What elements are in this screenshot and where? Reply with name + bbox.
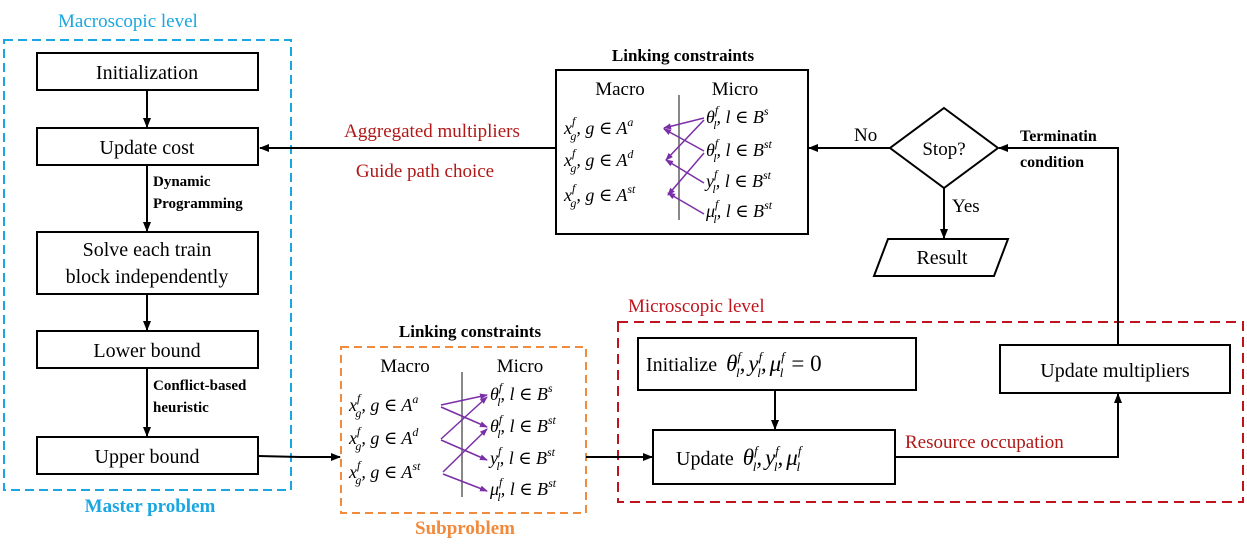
upper-bound-box — [36, 436, 259, 475]
solve-train-block-line1: Solve each train — [83, 239, 212, 261]
master-problem-title: Master problem — [85, 496, 216, 517]
top-link-mu-to-st — [667, 192, 705, 215]
update-multipliers-label: Update multipliers — [1040, 360, 1190, 382]
initialization-label: Initialization — [96, 62, 198, 84]
termination-condition-line1: Terminatin — [1020, 128, 1097, 145]
microscopic-level-panel — [617, 321, 1244, 503]
macroscopic-level-title: Macroscopic level — [58, 11, 198, 32]
resource-occupation-label: Resource occupation — [905, 432, 1064, 453]
bottom-link-d-to-theta-s — [440, 396, 488, 440]
bottom-macro-column: Macro — [380, 356, 430, 377]
subproblem-panel — [340, 346, 587, 514]
result-label: Result — [916, 247, 968, 269]
bottom-link-d-to-y — [440, 439, 488, 461]
upper-bound-label: Upper bound — [95, 446, 200, 468]
bottom-link-st-to-mu — [442, 473, 488, 492]
top-macro-column: Macro — [595, 79, 645, 100]
stop-decision-label: Stop? — [922, 139, 965, 160]
top-link-y-to-d — [665, 159, 705, 184]
solve-train-block-line2: block independently — [66, 266, 229, 288]
top-link-theta-s-to-a — [663, 117, 705, 130]
arrow-update-to-update-multipliers — [895, 393, 1122, 458]
termination-condition-line2: condition — [1020, 154, 1084, 171]
dynamic-programming-label-line1: Dynamic — [153, 174, 211, 190]
arrow-update-multipliers-to-stop — [998, 144, 1119, 345]
microscopic-level-title: Microscopic level — [628, 296, 765, 317]
result-box — [872, 238, 1010, 277]
top-linking-constraints-title: Linking constraints — [612, 46, 755, 65]
initialize-multipliers-box — [637, 337, 917, 391]
conflict-based-label-line2: heuristic — [153, 400, 209, 416]
bottom-link-st-to-theta-st — [442, 428, 488, 473]
top-micro-column: Micro — [712, 79, 758, 100]
bottom-link-a-to-theta-s — [440, 393, 488, 406]
top-linking-constraints-box — [555, 69, 809, 235]
aggregated-multipliers-label: Aggregated multipliers — [344, 121, 520, 142]
top-link-theta-s-to-d — [665, 119, 705, 161]
subproblem-title: Subproblem — [415, 518, 515, 539]
update-cost-label: Update cost — [100, 137, 195, 159]
yes-label: Yes — [952, 196, 980, 217]
guide-path-choice-label: Guide path choice — [356, 161, 494, 182]
dynamic-programming-label-line2: Programming — [153, 196, 243, 212]
update-multipliers-box — [999, 344, 1231, 394]
top-link-theta-st-to-st — [667, 152, 705, 196]
bottom-micro-column: Micro — [497, 356, 543, 377]
conflict-based-label-line1: Conflict-based — [153, 378, 247, 394]
macroscopic-level-panel — [3, 39, 292, 491]
update-cost-box — [36, 127, 259, 166]
bottom-linking-constraints-title: Linking constraints — [399, 322, 542, 341]
lower-bound-label: Lower bound — [93, 340, 200, 362]
no-label: No — [854, 125, 877, 146]
arrow-upper-bound-to-subproblem — [257, 453, 341, 461]
